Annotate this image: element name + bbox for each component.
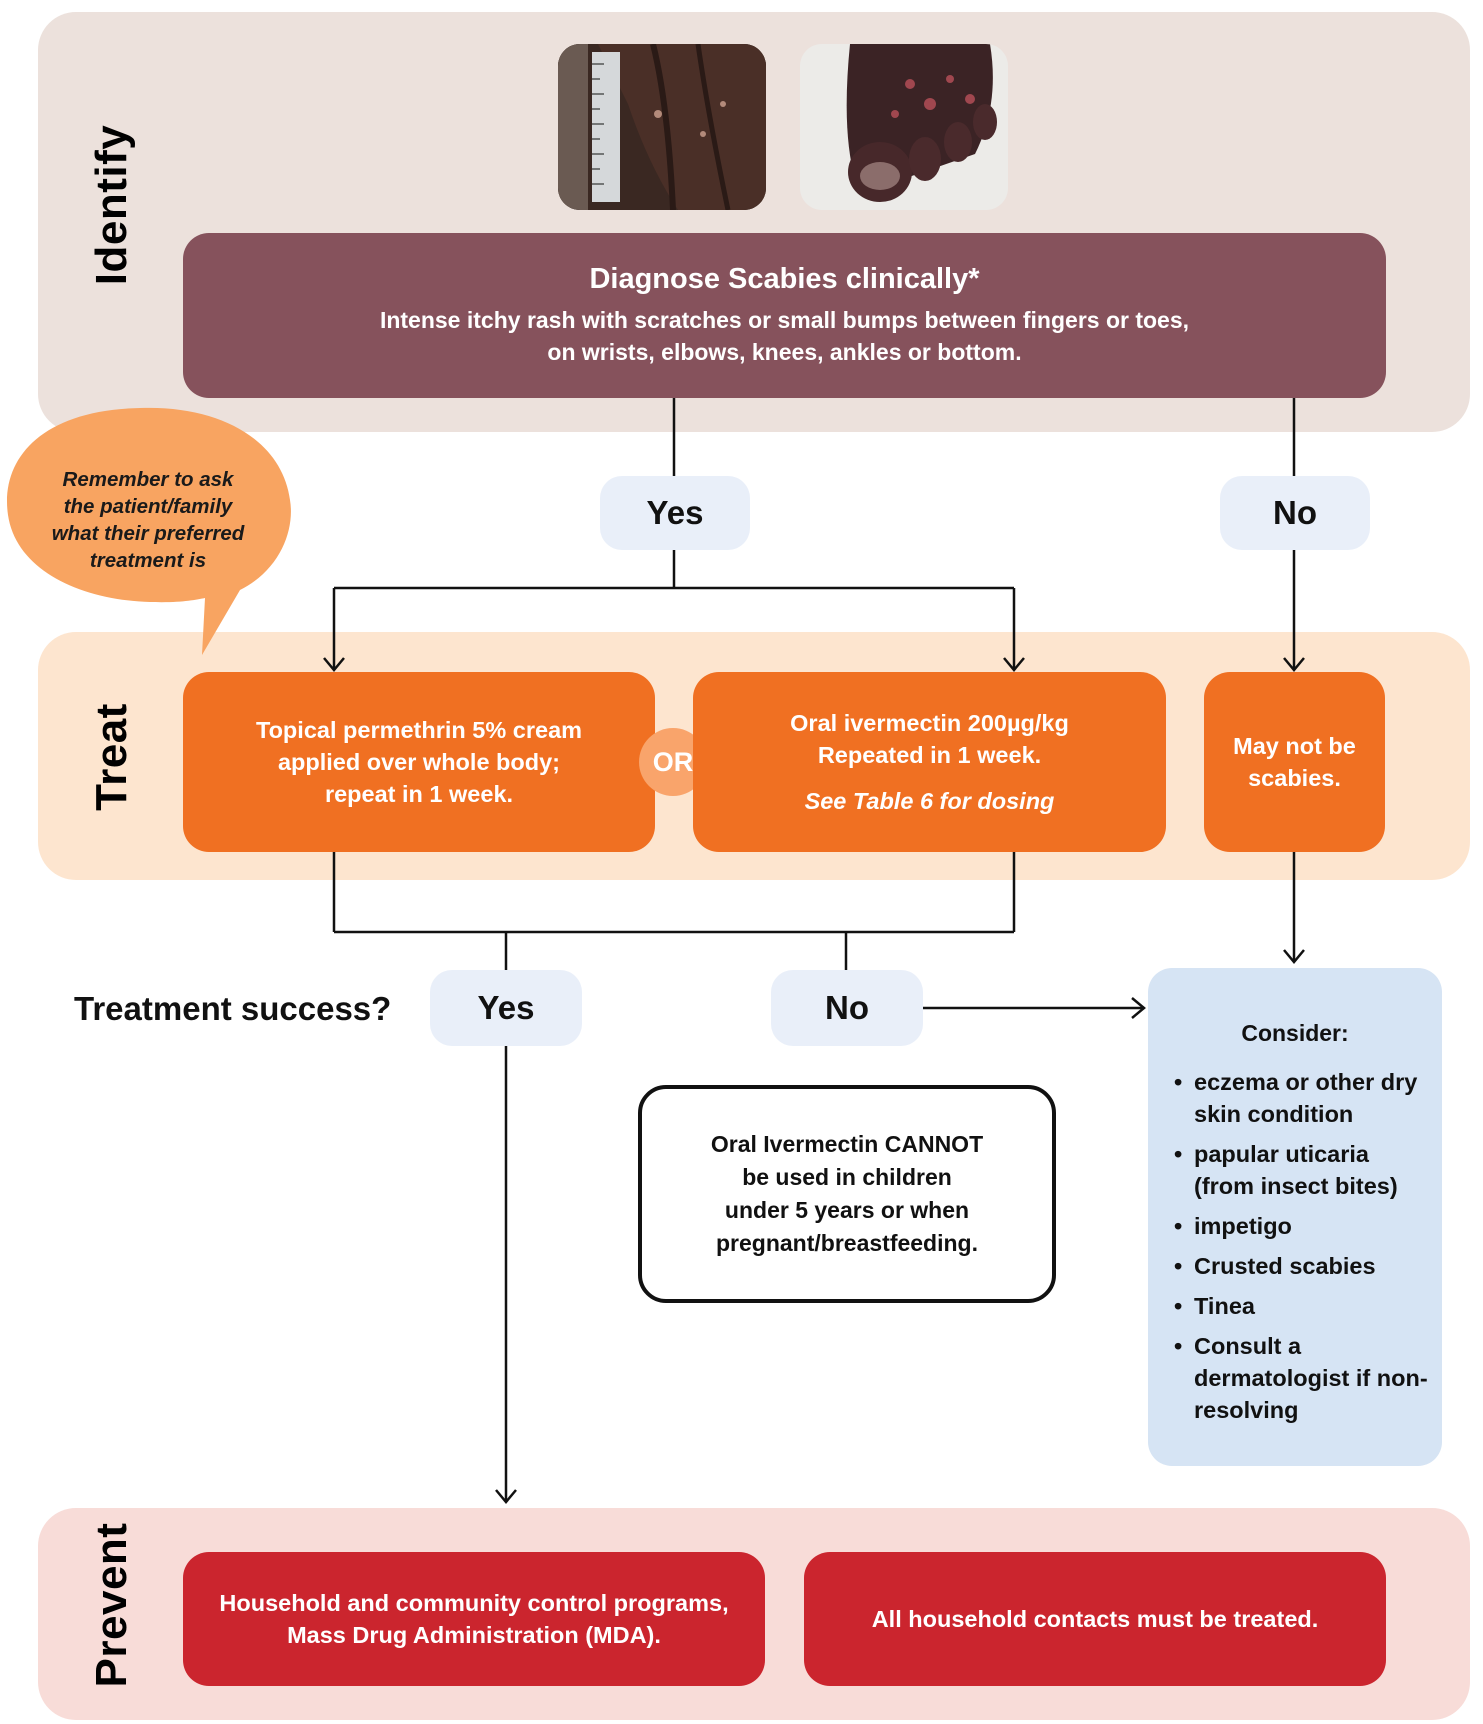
warning-emphasis: CANNOT — [884, 1131, 984, 1157]
consider-box: Consider: eczema or other dry skin condi… — [1148, 968, 1442, 1466]
permethrin-box: Topical permethrin 5% cream applied over… — [183, 672, 655, 852]
control-programs-box: Household and community control programs… — [183, 1552, 765, 1686]
list-item: Consult a dermatologist if non-resolving — [1172, 1330, 1432, 1426]
success-no-pill: No — [771, 970, 923, 1046]
diagnose-box: Diagnose Scabies clinically* Intense itc… — [183, 233, 1386, 398]
list-item: Tinea — [1172, 1290, 1432, 1322]
foot-rash-photo — [800, 44, 1008, 210]
consider-title: Consider: — [1241, 1020, 1349, 1046]
speech-bubble — [7, 407, 291, 655]
speech-bubble-text: Remember to ask the patient/family what … — [51, 468, 245, 572]
not-scabies-box: May not be scabies. — [1204, 672, 1385, 852]
diagnose-line-2: on wrists, elbows, knees, ankles or bott… — [547, 339, 1022, 365]
diagnose-title: Diagnose Scabies clinically* — [589, 263, 980, 295]
success-yes-pill: Yes — [430, 970, 582, 1046]
ivermectin-warning-box: Oral Ivermectin CANNOT be used in childr… — [638, 1085, 1056, 1303]
ivermectin-box: Oral ivermectin 200µg/kg Repeated in 1 w… — [693, 672, 1166, 852]
diagnose-line-1: Intense itchy rash with scratches or sma… — [379, 307, 1190, 333]
dosing-note: See Table 6 for dosing — [804, 788, 1055, 814]
list-item: papular uticaria (from insect bites) — [1172, 1138, 1432, 1202]
treatment-success-question: Treatment success? — [74, 990, 392, 1027]
list-item: Crusted scabies — [1172, 1250, 1432, 1282]
diagnosis-no-pill: No — [1220, 476, 1370, 550]
list-item: eczema or other dry skin condition — [1172, 1066, 1432, 1130]
hand-rash-photo — [558, 44, 766, 210]
list-item: impetigo — [1172, 1210, 1432, 1242]
household-contacts-box: All household contacts must be treated. — [804, 1552, 1386, 1686]
consider-list: eczema or other dry skin condition papul… — [1172, 1066, 1432, 1434]
diagnosis-yes-pill: Yes — [600, 476, 750, 550]
